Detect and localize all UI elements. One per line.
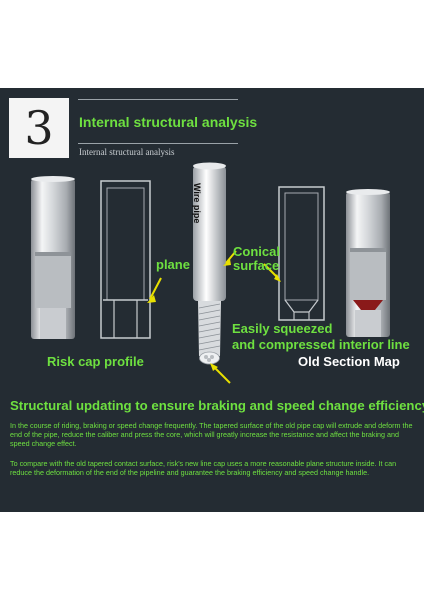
plane-label: plane [156, 257, 190, 272]
conical-label-1: Conical [233, 244, 280, 259]
plane-arrow-head [147, 295, 156, 303]
wire-pipe-label: Wire pipe [192, 183, 202, 224]
old-section-label: Old Section Map [298, 354, 400, 369]
old-cap-section [278, 186, 325, 321]
divider-top [78, 99, 238, 100]
section-title: Internal structural analysis [79, 114, 258, 130]
squeeze-label-2: and compressed interior line [232, 337, 410, 352]
squeeze-label-1: Easily squeezed [232, 321, 333, 336]
squeeze-arrow [212, 365, 231, 384]
divider-mid [78, 143, 238, 144]
structure-illustration [31, 162, 390, 384]
plane-arrow [149, 277, 162, 300]
conical-label-2: surface [233, 258, 280, 273]
old-cap-solid [346, 189, 390, 337]
risk-cap-label: Risk cap profile [47, 354, 144, 369]
old-conical-arrow [263, 263, 278, 278]
info-panel: 3 Internal structural analysis Internal … [0, 88, 424, 512]
paragraph-1: In the course of riding, braking or spee… [10, 421, 413, 448]
old-conical-arrow-head [274, 274, 281, 282]
new-cap-solid [31, 176, 75, 339]
section-number-box: 3 [9, 98, 69, 158]
squeeze-arrow-head [210, 363, 218, 371]
wire-pipe [193, 162, 226, 365]
section-number: 3 [24, 101, 54, 155]
new-cap-section [100, 180, 151, 339]
paragraph-2: To compare with the old tapered contact … [10, 459, 397, 477]
headline: Structural updating to ensure braking an… [10, 398, 424, 413]
section-subtitle: Internal structural analysis [79, 147, 175, 157]
conical-arrow-head [223, 259, 231, 266]
conical-arrow [225, 250, 237, 264]
